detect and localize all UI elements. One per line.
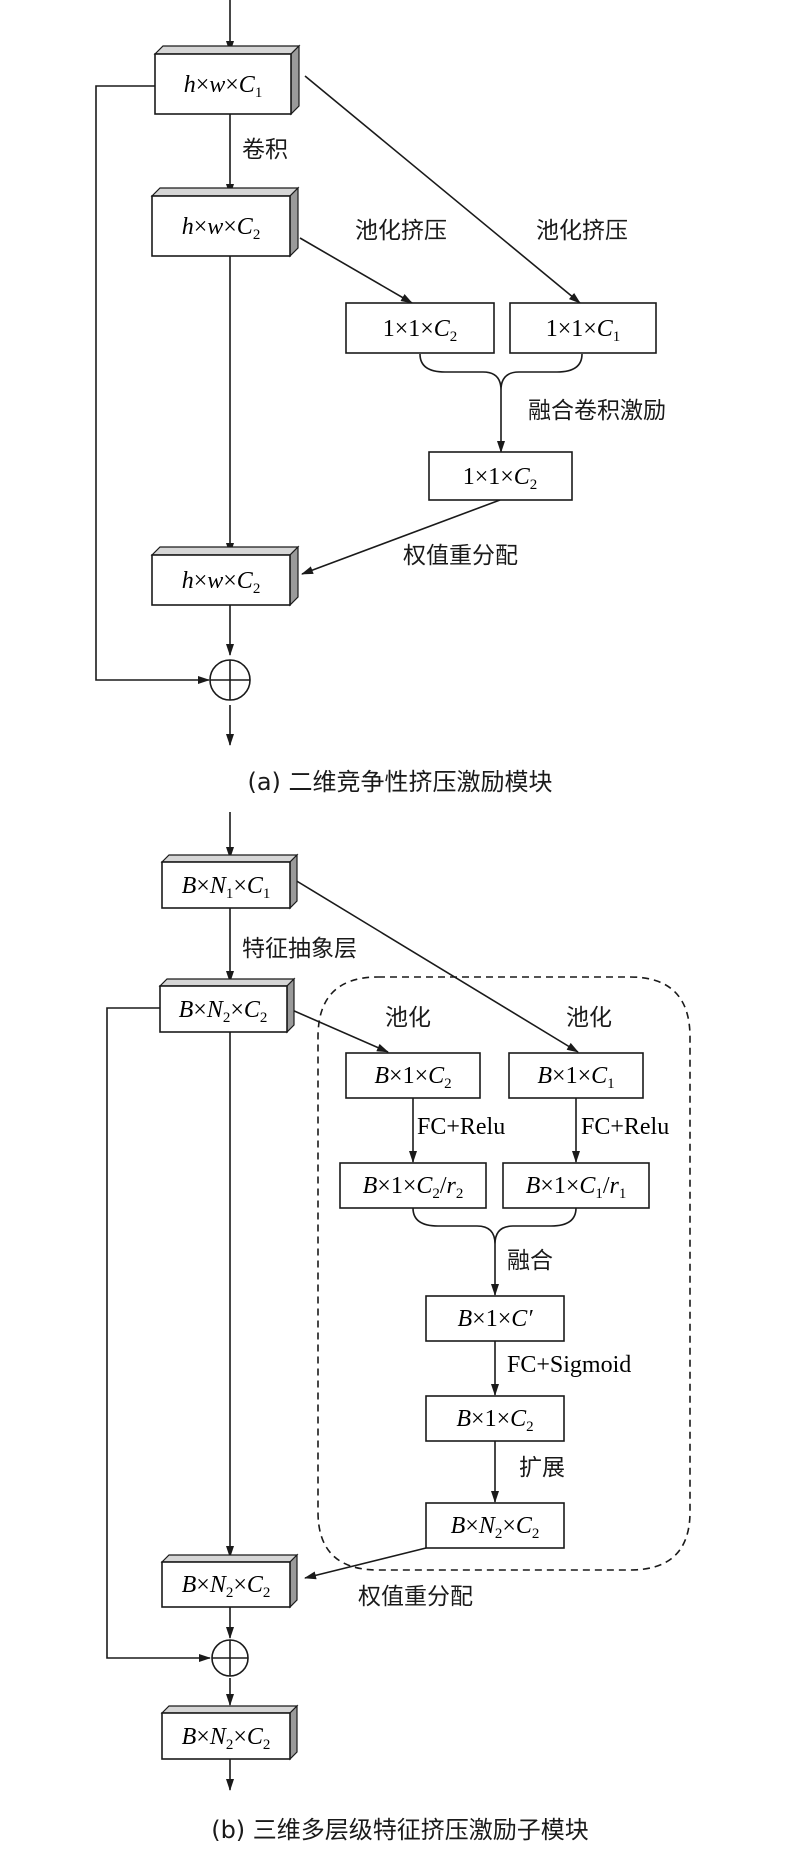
- svg-text:B×N1×C1: B×N1×C1: [182, 873, 271, 902]
- label-fc-sigmoid: FC+Sigmoid: [507, 1352, 631, 1378]
- label-pool-squeeze-left: 池化挤压: [355, 218, 447, 244]
- svg-text:B×1×C1/r1: B×1×C1/r1: [526, 1173, 627, 1202]
- svg-text:B×1×C′: B×1×C′: [457, 1306, 533, 1332]
- part-b-input-block: B×N1×C1: [160, 853, 299, 910]
- part-a-output-block: h×w×C2: [150, 545, 300, 607]
- excitation-region: [317, 976, 691, 1571]
- label-fuse-b: 融合: [507, 1248, 553, 1274]
- part-b-fc-right-block: B×1×C1/r1: [502, 1162, 650, 1209]
- part-a-diagram: h×w×C1 h×w×C2 1×1×C2 1×1×C1 1×1×C2 h×w×C…: [95, 0, 666, 796]
- part-b-sum-node: [211, 1639, 249, 1677]
- svg-text:1×1×C2: 1×1×C2: [463, 464, 538, 493]
- caption-b: (b) 三维多层级特征挤压激励子模块: [211, 1816, 589, 1844]
- svg-text:B×1×C1: B×1×C1: [537, 1063, 614, 1092]
- label-fc-relu-right: FC+Relu: [581, 1114, 669, 1140]
- label-reweight-b: 权值重分配: [358, 1584, 473, 1610]
- label-pool-squeeze-right: 池化挤压: [536, 218, 628, 244]
- svg-text:h×w×C2: h×w×C2: [182, 568, 261, 597]
- svg-text:B×1×C2/r2: B×1×C2/r2: [363, 1173, 464, 1202]
- part-b-pool-right-block: B×1×C1: [508, 1052, 644, 1099]
- part-b-diagram: B×N1×C1 B×N2×C2 B×1×C2 B×1×C1 B×1×C2/r2 …: [106, 812, 691, 1844]
- caption-a: (a) 二维竞争性挤压激励模块: [247, 768, 552, 796]
- svg-text:B×N2×C2: B×N2×C2: [182, 1572, 271, 1601]
- part-a-pool-left-block: 1×1×C2: [345, 302, 495, 354]
- part-b-expand-block: B×N2×C2: [425, 1502, 565, 1549]
- part-b-sigmoid-block: B×1×C2: [425, 1395, 565, 1442]
- label-conv: 卷积: [242, 137, 288, 163]
- label-fc-relu-left: FC+Relu: [417, 1114, 505, 1140]
- svg-text:B×N2×C2: B×N2×C2: [179, 997, 268, 1026]
- label-feature-abstract: 特征抽象层: [242, 936, 357, 962]
- svg-text:h×w×C2: h×w×C2: [182, 214, 261, 243]
- part-a-sum-node: [209, 659, 251, 701]
- part-b-output-block: B×N2×C2: [160, 1704, 299, 1761]
- label-pool-left-b: 池化: [385, 1005, 431, 1031]
- part-b-edges: [106, 812, 580, 1791]
- svg-text:1×1×C2: 1×1×C2: [383, 316, 458, 345]
- part-b-fused-block: B×1×C′: [425, 1295, 565, 1342]
- part-a-conv-block: h×w×C2: [150, 186, 300, 258]
- part-b-abstract-block: B×N2×C2: [158, 977, 296, 1034]
- label-pool-right-b: 池化: [566, 1005, 612, 1031]
- svg-text:B×N2×C2: B×N2×C2: [451, 1513, 540, 1542]
- svg-text:B×N2×C2: B×N2×C2: [182, 1724, 271, 1753]
- svg-text:h×w×C1: h×w×C1: [184, 72, 263, 101]
- part-a-edges: [95, 0, 583, 746]
- label-reweight-a: 权值重分配: [403, 543, 518, 569]
- part-b-reweight-block: B×N2×C2: [160, 1553, 299, 1609]
- part-b-fc-left-block: B×1×C2/r2: [339, 1162, 487, 1209]
- part-a-pool-right-block: 1×1×C1: [509, 302, 657, 354]
- svg-text:1×1×C1: 1×1×C1: [546, 316, 621, 345]
- part-a-input-block: h×w×C1: [153, 44, 301, 116]
- label-fuse-conv-excite: 融合卷积激励: [528, 398, 666, 424]
- svg-text:B×1×C2: B×1×C2: [374, 1063, 451, 1092]
- label-expand: 扩展: [519, 1455, 565, 1481]
- part-b-pool-left-block: B×1×C2: [345, 1052, 481, 1099]
- part-a-fused-block: 1×1×C2: [428, 451, 573, 501]
- svg-text:B×1×C2: B×1×C2: [456, 1406, 533, 1435]
